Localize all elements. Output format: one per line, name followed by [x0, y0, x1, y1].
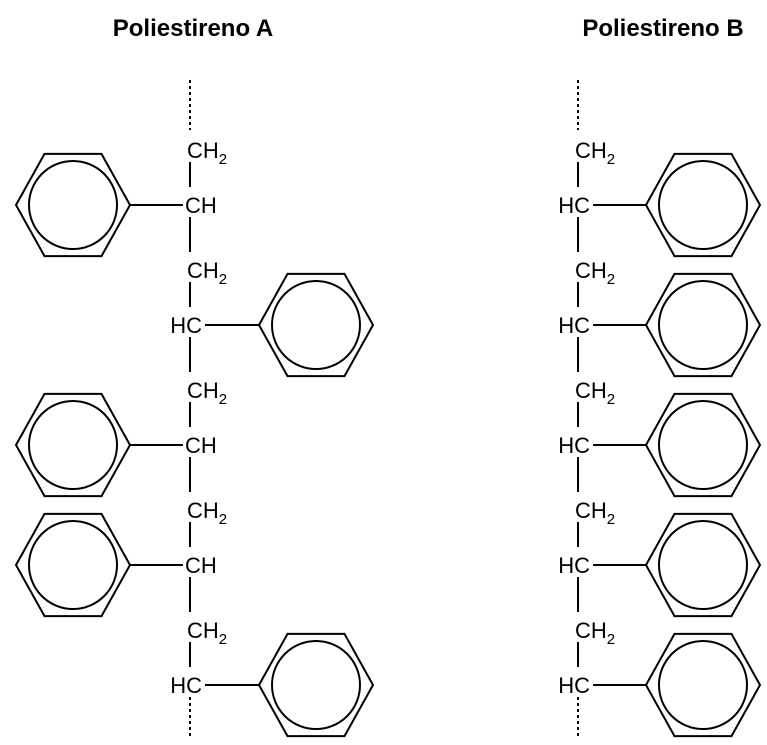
a-unit-4-ch: CH [185, 553, 217, 578]
a-unit-5-phenyl-ring-hexagon [257, 632, 375, 738]
b-unit-4-ch2-symbol: CH [575, 498, 607, 523]
a-unit-3-ch2-subscript: 2 [219, 391, 227, 408]
b-unit-3-ch2: CH2 [575, 378, 615, 408]
a-unit-1-phenyl-ring-aromatic-circle [28, 160, 118, 250]
a-unit-1-ch2: CH2 [187, 138, 227, 168]
a-unit-2-phenyl-ring [257, 272, 375, 378]
a-unit-5-ch2-symbol: CH [187, 618, 219, 643]
b-unit-5-ch: HC [558, 673, 590, 698]
b-unit-2-ch2: CH2 [575, 258, 615, 288]
b-unit-1-ch2: CH2 [575, 138, 615, 168]
b-unit-3-ch2-subscript: 2 [607, 391, 615, 408]
b-unit-2-phenyl-ring-hexagon [644, 272, 762, 378]
b-unit-2-phenyl-ring-aromatic-circle [658, 280, 748, 370]
a-unit-2-ch2-symbol: CH [187, 258, 219, 283]
a-unit-3-phenyl-ring [14, 392, 132, 498]
a-unit-4-ch2: CH2 [187, 498, 227, 528]
a-unit-1-phenyl-ring-hexagon [14, 152, 132, 258]
a-unit-2-ch2-subscript: 2 [219, 271, 227, 288]
b-unit-4-ch: HC [558, 553, 590, 578]
b-unit-5-phenyl-ring [644, 632, 762, 738]
b-unit-1-ch2-subscript: 2 [607, 151, 615, 168]
b-unit-3-ch: HC [558, 433, 590, 458]
a-unit-1-phenyl-ring [14, 152, 132, 258]
b-unit-1-ch: HC [558, 193, 590, 218]
b-unit-3-ch2-symbol: CH [575, 378, 607, 403]
b-unit-1-phenyl-ring-aromatic-circle [658, 160, 748, 250]
b-unit-2-phenyl-ring [644, 272, 762, 378]
b-unit-1-phenyl-ring-hexagon [644, 152, 762, 258]
a-unit-2-phenyl-ring-hexagon [257, 272, 375, 378]
a-unit-3-ch: CH [185, 433, 217, 458]
b-unit-1-phenyl-ring [644, 152, 762, 258]
b-unit-5-ch2-subscript: 2 [607, 631, 615, 648]
a-unit-4-phenyl-ring-hexagon [14, 512, 132, 618]
a-unit-2-phenyl-ring-aromatic-circle [271, 280, 361, 370]
a-unit-1-ch2-subscript: 2 [219, 151, 227, 168]
a-unit-4-phenyl-ring-aromatic-circle [28, 520, 118, 610]
a-unit-5-ch: HC [170, 673, 202, 698]
a-unit-5-phenyl-ring [257, 632, 375, 738]
b-unit-3-phenyl-ring [644, 392, 762, 498]
b-unit-3-phenyl-ring-hexagon [644, 392, 762, 498]
b-unit-2-ch2-subscript: 2 [607, 271, 615, 288]
a-unit-4-ch2-symbol: CH [187, 498, 219, 523]
b-unit-1-ch2-symbol: CH [575, 138, 607, 163]
b-unit-4-ch2: CH2 [575, 498, 615, 528]
b-unit-2-ch2-symbol: CH [575, 258, 607, 283]
b-unit-5-phenyl-ring-hexagon [644, 632, 762, 738]
a-unit-3-phenyl-ring-aromatic-circle [28, 400, 118, 490]
title-polystyrene-b: Poliestireno B [582, 15, 743, 42]
title-polystyrene-a: Poliestireno A [113, 15, 273, 42]
a-unit-4-phenyl-ring [14, 512, 132, 618]
b-unit-2-ch: HC [558, 313, 590, 338]
a-unit-1-ch: CH [185, 193, 217, 218]
a-unit-3-phenyl-ring-hexagon [14, 392, 132, 498]
b-unit-4-phenyl-ring-hexagon [644, 512, 762, 618]
a-unit-1-ch2-symbol: CH [187, 138, 219, 163]
b-unit-5-phenyl-ring-aromatic-circle [658, 640, 748, 730]
b-unit-4-ch2-subscript: 2 [607, 511, 615, 528]
b-unit-5-ch2-symbol: CH [575, 618, 607, 643]
a-unit-3-ch2: CH2 [187, 378, 227, 408]
b-unit-4-phenyl-ring-aromatic-circle [658, 520, 748, 610]
b-unit-5-ch2: CH2 [575, 618, 615, 648]
a-unit-5-ch2-subscript: 2 [219, 631, 227, 648]
a-unit-3-ch2-symbol: CH [187, 378, 219, 403]
a-unit-5-ch2: CH2 [187, 618, 227, 648]
a-unit-2-ch2: CH2 [187, 258, 227, 288]
a-unit-4-ch2-subscript: 2 [219, 511, 227, 528]
b-unit-3-phenyl-ring-aromatic-circle [658, 400, 748, 490]
a-unit-2-ch: HC [170, 313, 202, 338]
a-unit-5-phenyl-ring-aromatic-circle [271, 640, 361, 730]
b-unit-4-phenyl-ring [644, 512, 762, 618]
